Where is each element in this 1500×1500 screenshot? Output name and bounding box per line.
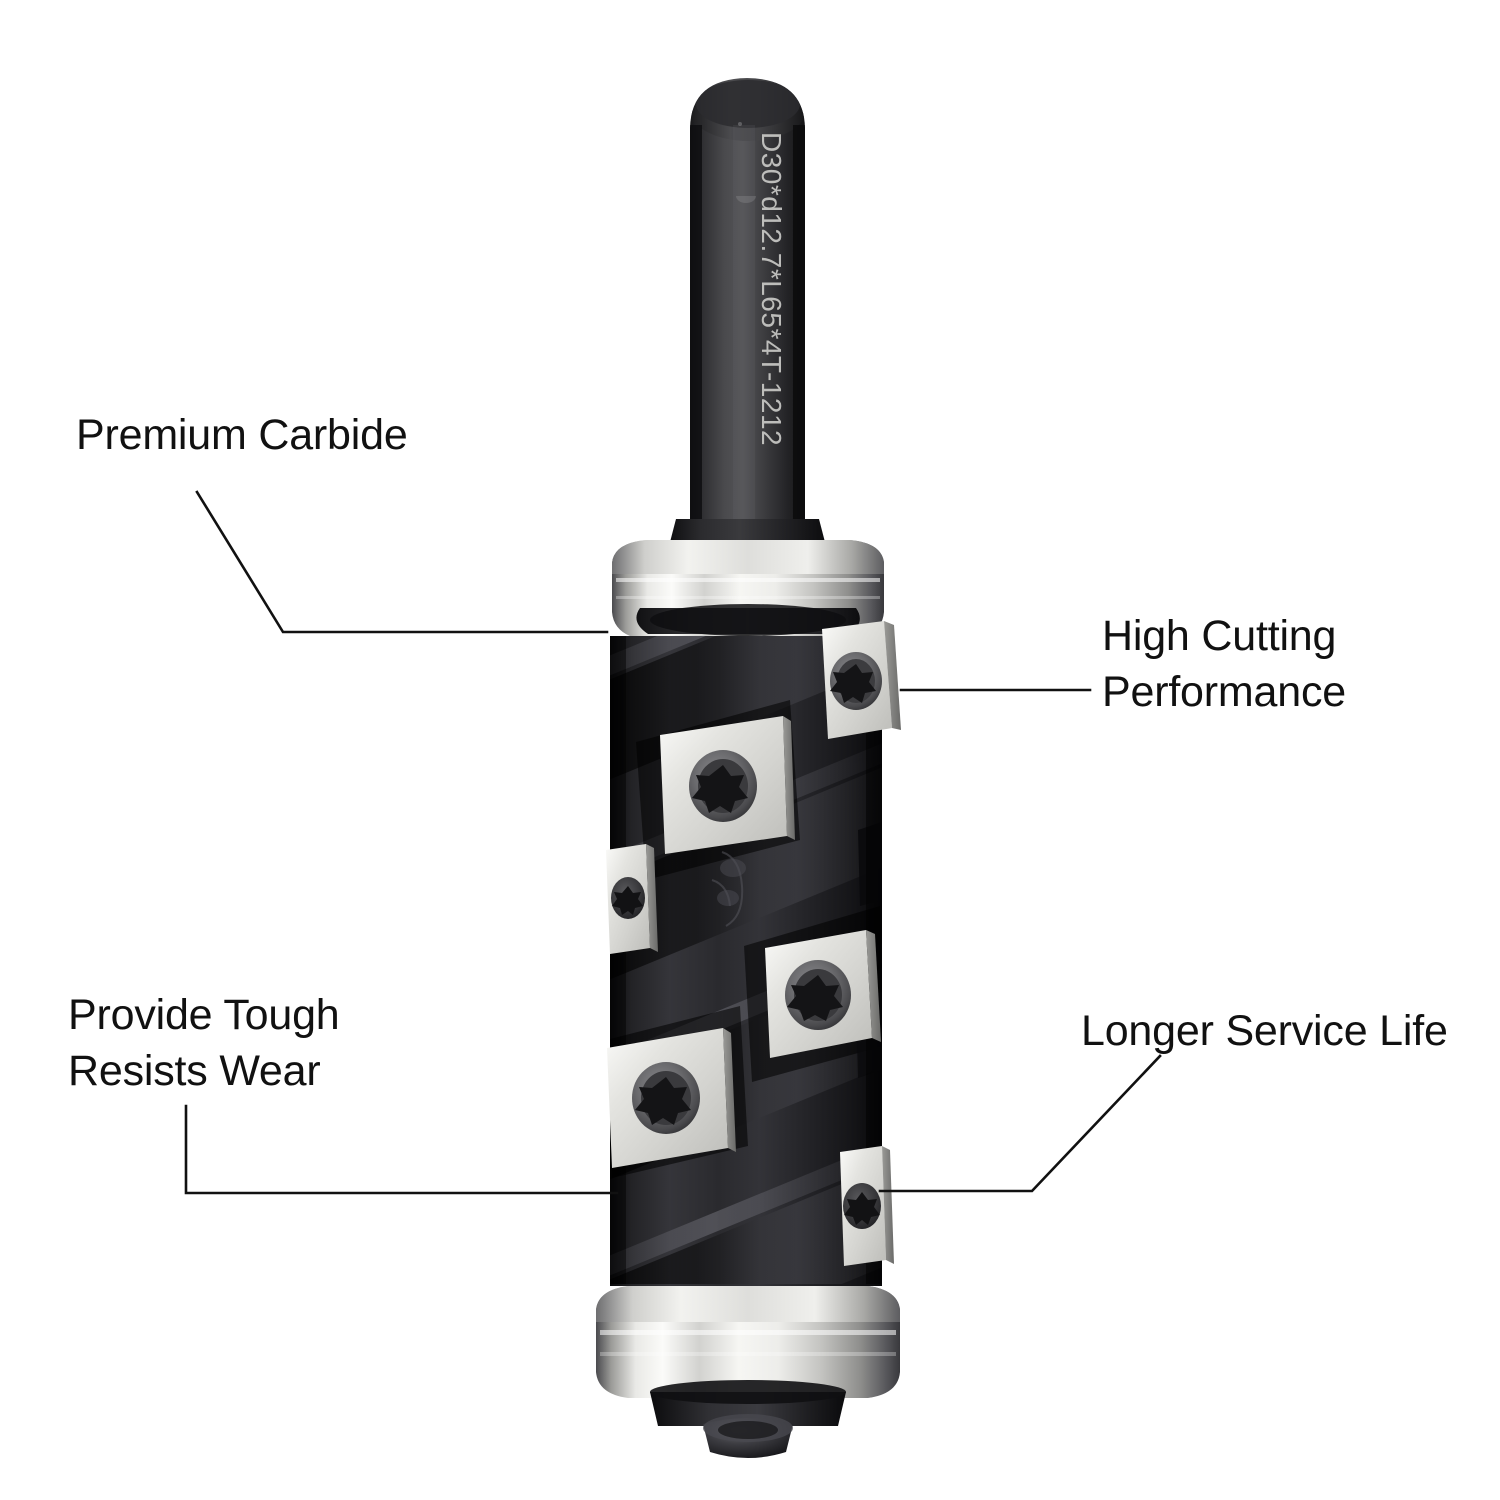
leader-longer-service-life — [878, 1054, 1162, 1193]
bottom-bearing — [596, 1286, 900, 1458]
carbide-insert — [607, 1028, 736, 1168]
carbide-insert — [606, 844, 658, 954]
carbide-insert — [660, 716, 795, 854]
torx-screw — [785, 960, 851, 1030]
shank-marking: D30*d12.7*L65*4T-1212 — [756, 132, 787, 446]
carbide-insert — [765, 930, 881, 1058]
torx-screw — [611, 877, 645, 919]
shank: D30*d12.7*L65*4T-1212 — [669, 78, 826, 546]
top-bearing — [612, 540, 884, 640]
torx-screw — [830, 652, 882, 710]
callout-high-cutting-performance: High Cutting Performance — [1102, 612, 1346, 716]
callout-longer-service-life: Longer Service Life — [1081, 1007, 1448, 1055]
carbide-insert — [822, 621, 901, 739]
torx-screw — [632, 1062, 700, 1134]
torx-screw — [689, 750, 757, 822]
leader-provide-tough-resists-wear — [184, 1104, 619, 1195]
torx-screw — [843, 1183, 881, 1229]
carbide-insert — [840, 1146, 894, 1266]
leader-premium-carbide — [195, 490, 609, 634]
callout-provide-tough-resists-wear: Provide Tough Resists Wear — [68, 991, 340, 1095]
spiral-cutter-body — [606, 621, 901, 1286]
leader-lines — [184, 490, 1162, 1195]
callout-premium-carbide: Premium Carbide — [76, 411, 408, 459]
